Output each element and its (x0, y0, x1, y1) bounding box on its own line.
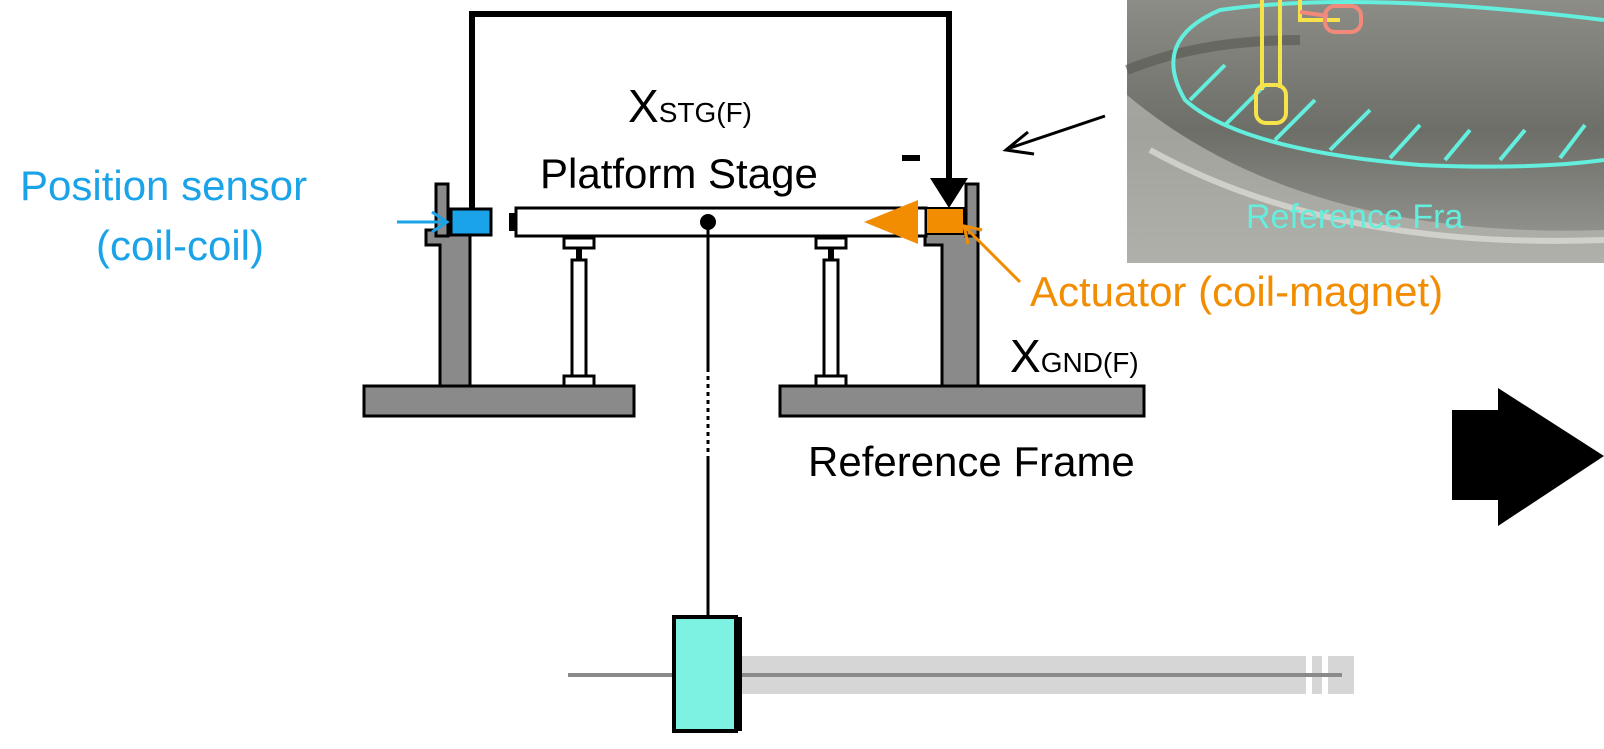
position-sensor (397, 207, 493, 237)
stage-symbol: XSTG(F) (628, 80, 752, 132)
photo-caption: Reference Fra (1246, 198, 1463, 236)
ground-symbol: XGND(F) (1010, 330, 1139, 382)
actuator-force-arrow-icon (864, 200, 918, 244)
photo-pointer-arrow-icon (1002, 114, 1106, 156)
reference-frame-right (778, 182, 1146, 418)
platform-plate (514, 206, 928, 238)
actuator-label: Actuator (coil-magnet) (1030, 268, 1443, 315)
force-arrow-icon (930, 178, 968, 208)
platform-leg-right (814, 236, 848, 388)
reference-frame-label: Reference Frame (808, 438, 1135, 485)
sensor-label-line1: Position sensor (20, 162, 307, 209)
arrow-right-icon (1452, 388, 1604, 526)
reference-frame-left (362, 182, 636, 418)
stage-frame (469, 11, 952, 210)
platform-leg-left (562, 236, 596, 388)
suspension-wire (700, 214, 716, 620)
platform-stage-label: Platform Stage (540, 150, 818, 197)
suspended-mass (672, 615, 742, 733)
motion-track (568, 656, 1354, 694)
sensor-label-line2: (coil-coil) (96, 222, 264, 269)
minus-sign (902, 155, 920, 161)
photo-inset: Reference Fra (1125, 0, 1604, 263)
actuator (864, 200, 1022, 284)
